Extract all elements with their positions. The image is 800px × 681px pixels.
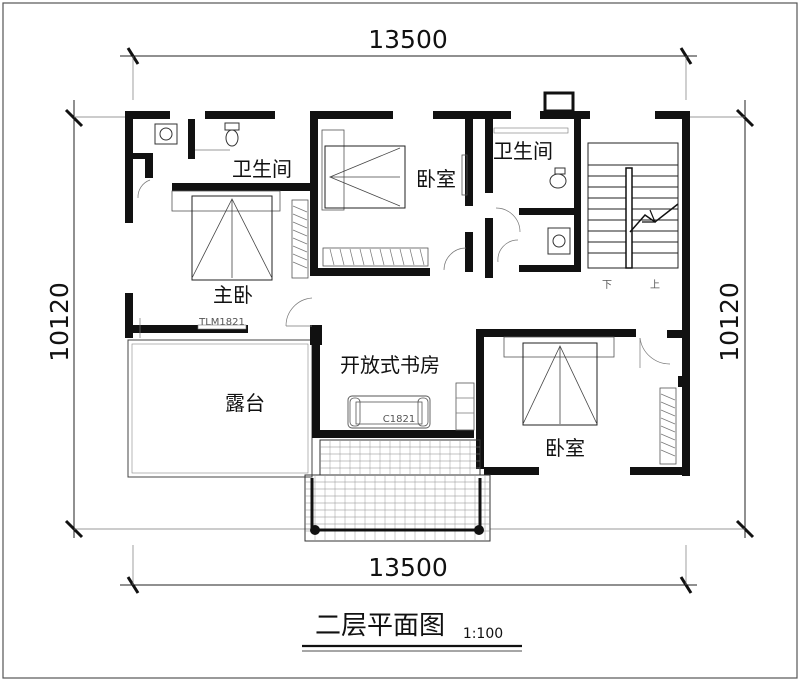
staircase [587, 142, 679, 269]
room-label-study: 开放式书房 [340, 353, 440, 377]
dimension-right: 10120 [715, 282, 744, 362]
terrace-outline [127, 339, 313, 478]
master-bathroom-fixtures [154, 122, 240, 151]
drawing-scale: 1:100 [463, 626, 503, 642]
room-label-bedroom-top: 卧室 [416, 167, 456, 191]
room-label-terrace: 露台 [225, 391, 265, 415]
study-sofa [347, 395, 431, 429]
dimension-left: 10120 [45, 282, 74, 362]
door-code-tlm: TLM1821 [198, 317, 245, 328]
stair-label-up: 上 [650, 279, 660, 291]
room-label-master-bedroom: 主卧 [213, 283, 253, 307]
top-bed [321, 129, 468, 211]
walls [125, 91, 690, 476]
room-label-bathroom-master: 卫生间 [232, 157, 292, 181]
entrance-canopy [304, 439, 491, 542]
bottom-wardrobe [659, 387, 677, 465]
dimension-top: 13500 [368, 25, 448, 54]
study-bookshelf [455, 382, 475, 431]
bottom-bed [503, 336, 615, 426]
stair-label-down: 下 [602, 280, 612, 291]
right-bathroom-fixtures [493, 127, 571, 255]
master-bed [171, 190, 281, 281]
master-wardrobe [291, 199, 309, 279]
window-code-c: C1821 [383, 414, 415, 425]
top-wardrobe [322, 247, 429, 267]
drawing-title: 二层平面图 [315, 611, 445, 641]
doors [137, 179, 671, 368]
dimension-bottom: 13500 [368, 553, 448, 582]
room-label-bathroom-right: 卫生间 [493, 139, 553, 163]
room-label-bedroom-bottom: 卧室 [545, 436, 585, 460]
dimension-lines [64, 47, 755, 594]
